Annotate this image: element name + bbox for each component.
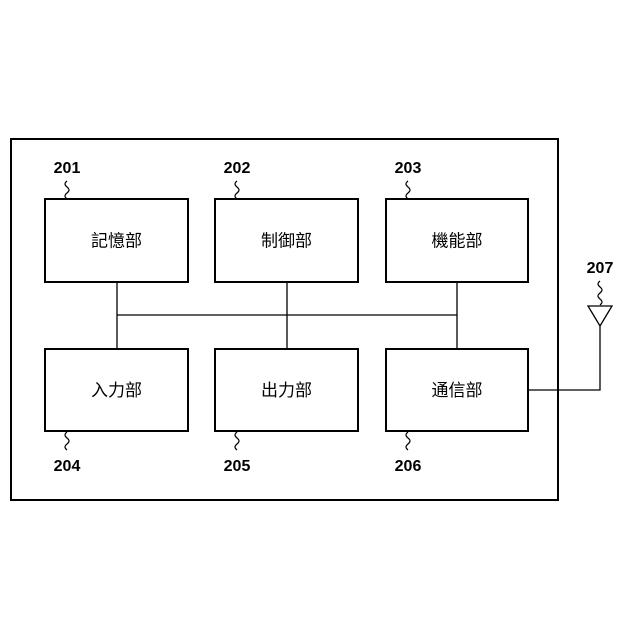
ref-communication: 206 [395, 458, 422, 475]
ref-output: 205 [224, 458, 251, 475]
block-communication: 通信部 [386, 349, 528, 431]
ref-function: 203 [395, 160, 422, 177]
block-storage-label: 記憶部 [91, 232, 142, 252]
device-frame [11, 139, 558, 500]
ref-control: 202 [224, 160, 251, 177]
block-control: 制御部 [215, 199, 358, 282]
antenna-icon [588, 306, 612, 326]
block-output: 出力部 [215, 349, 358, 431]
ref-input: 204 [54, 458, 81, 475]
antenna-feed-line [528, 326, 600, 390]
antenna-ref: 207 [587, 260, 614, 277]
block-function: 機能部 [386, 199, 528, 282]
block-communication-label: 通信部 [432, 381, 483, 401]
block-control-label: 制御部 [261, 232, 312, 252]
block-input: 入力部 [45, 349, 188, 431]
block-input-label: 入力部 [91, 381, 142, 401]
block-storage: 記憶部 [45, 199, 188, 282]
block-output-label: 出力部 [261, 381, 312, 401]
bus-lines [117, 282, 457, 349]
block-function-label: 機能部 [432, 232, 483, 252]
ref-storage: 201 [54, 160, 81, 177]
